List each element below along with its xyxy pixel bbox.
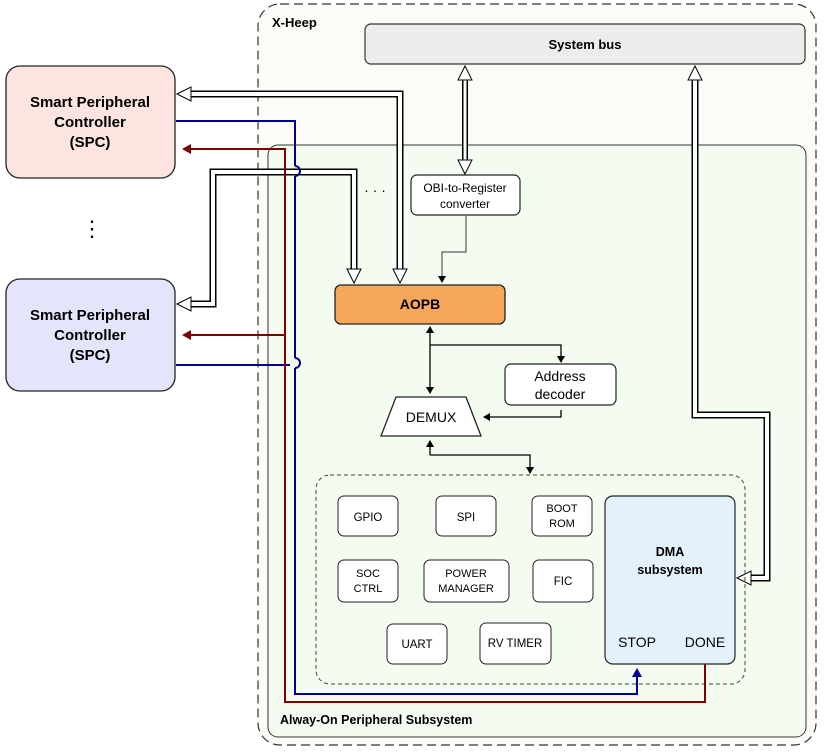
spi-label: SPI	[457, 512, 476, 524]
gpio-label: GPIO	[354, 512, 383, 524]
address-decoder-line1: Address	[534, 368, 585, 384]
uart-label: UART	[401, 639, 432, 651]
power-manager-line1: POWER	[445, 568, 487, 580]
obi-converter-line2: converter	[440, 197, 490, 211]
spc-bottom-block: Smart Peripheral Controller (SPC)	[5, 278, 176, 392]
demux-peripheral-connection	[426, 440, 534, 474]
spc-top-line2: Controller	[54, 114, 126, 131]
peripheral-boot-rom: BOOT ROM	[531, 495, 593, 537]
address-decoder-block: Address decoder	[504, 363, 617, 406]
fic-label: FIC	[554, 576, 573, 588]
demux-block: DEMUX	[380, 396, 482, 437]
spc-bottom-line1: Smart Peripheral	[30, 307, 150, 324]
system-bus: System bus	[364, 23, 806, 65]
peripheral-uart: UART	[386, 623, 448, 665]
obi-converter-line1: OBI-to-Register	[423, 181, 506, 195]
power-manager-line2: MANAGER	[438, 583, 494, 595]
peripheral-group	[315, 474, 746, 685]
peripheral-power-manager: POWER MANAGER	[423, 559, 510, 603]
aopb-demux-connections	[426, 326, 565, 421]
spc-top-line1: Smart Peripheral	[30, 94, 150, 111]
boot-rom-line2: ROM	[549, 518, 575, 530]
peripheral-spi: SPI	[435, 495, 497, 537]
horizontal-ellipsis: · · ·	[364, 182, 386, 198]
dma-stop-label: STOP	[618, 634, 656, 650]
stop-signal-lines	[176, 120, 642, 695]
aopb-block: AOPB	[334, 284, 506, 325]
system-bus-label: System bus	[549, 37, 622, 52]
dma-line1: DMA	[656, 545, 684, 559]
soc-ctrl-line1: SOC	[356, 568, 380, 580]
dma-subsystem-block: DMA subsystem STOP DONE	[604, 495, 736, 665]
obi-to-register-converter: OBI-to-Register converter	[410, 174, 521, 216]
ao-subsystem-label: Alway-On Peripheral Subsystem	[280, 713, 472, 727]
address-decoder-line2: decoder	[535, 386, 586, 402]
peripheral-fic: FIC	[532, 559, 594, 603]
spc-top-block: Smart Peripheral Controller (SPC)	[5, 65, 176, 179]
peripheral-rv-timer: RV TIMER	[479, 622, 552, 665]
peripheral-soc-ctrl: SOC CTRL	[337, 559, 399, 603]
done-signal-lines	[182, 144, 706, 703]
soc-ctrl-line2: CTRL	[354, 583, 383, 595]
xheep-label: X-Heep	[272, 15, 317, 30]
aopb-label: AOPB	[400, 296, 440, 312]
vertical-ellipsis: ⋮	[81, 216, 103, 241]
bus-connections	[175, 64, 771, 586]
boot-rom-line1: BOOT	[546, 503, 577, 515]
spc-bottom-line2: Controller	[54, 327, 126, 344]
rv-timer-label: RV TIMER	[488, 638, 543, 650]
demux-label: DEMUX	[406, 409, 457, 425]
converter-to-aopb-arrow	[438, 216, 467, 283]
dma-done-label: DONE	[685, 634, 725, 650]
spc-top-line3: (SPC)	[70, 134, 111, 151]
peripheral-gpio: GPIO	[337, 495, 399, 537]
spc-bottom-line3: (SPC)	[70, 347, 111, 364]
dma-line2: subsystem	[637, 563, 702, 577]
